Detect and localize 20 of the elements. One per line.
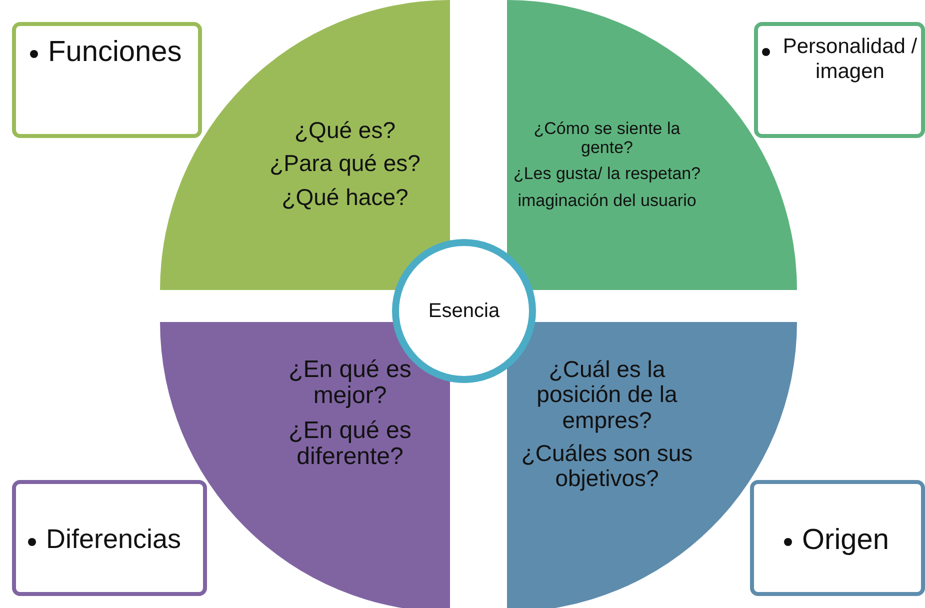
question-text: ¿Les gusta/ la respetan? — [512, 165, 702, 184]
question-text: ¿Cómo se siente la gente? — [532, 120, 682, 158]
question-text: imaginación del usuario — [516, 192, 698, 211]
quadrant-shape — [507, 322, 797, 608]
question-text: ¿Qué es? — [294, 118, 396, 144]
question-text: ¿Para qué es? — [268, 151, 422, 177]
question-text: ¿En qué es mejor? — [288, 357, 412, 410]
question-text: ¿Cuáles son sus objetivos? — [520, 440, 694, 492]
question-text: ¿En qué es diferente? — [288, 418, 412, 471]
label-box — [754, 22, 925, 138]
center-label: Esencia — [428, 300, 500, 322]
label-box — [12, 480, 207, 596]
box-label: Diferencias — [46, 524, 182, 555]
question-text: ¿Qué hace? — [280, 184, 410, 210]
box-label: Origen — [802, 524, 890, 557]
label-box — [750, 480, 925, 596]
label-box — [12, 22, 202, 138]
question-text: ¿Cuál es la posición de la empres? — [536, 357, 678, 433]
box-label: Personalidad / imagen — [782, 34, 918, 84]
box-label: Funciones — [48, 36, 182, 69]
